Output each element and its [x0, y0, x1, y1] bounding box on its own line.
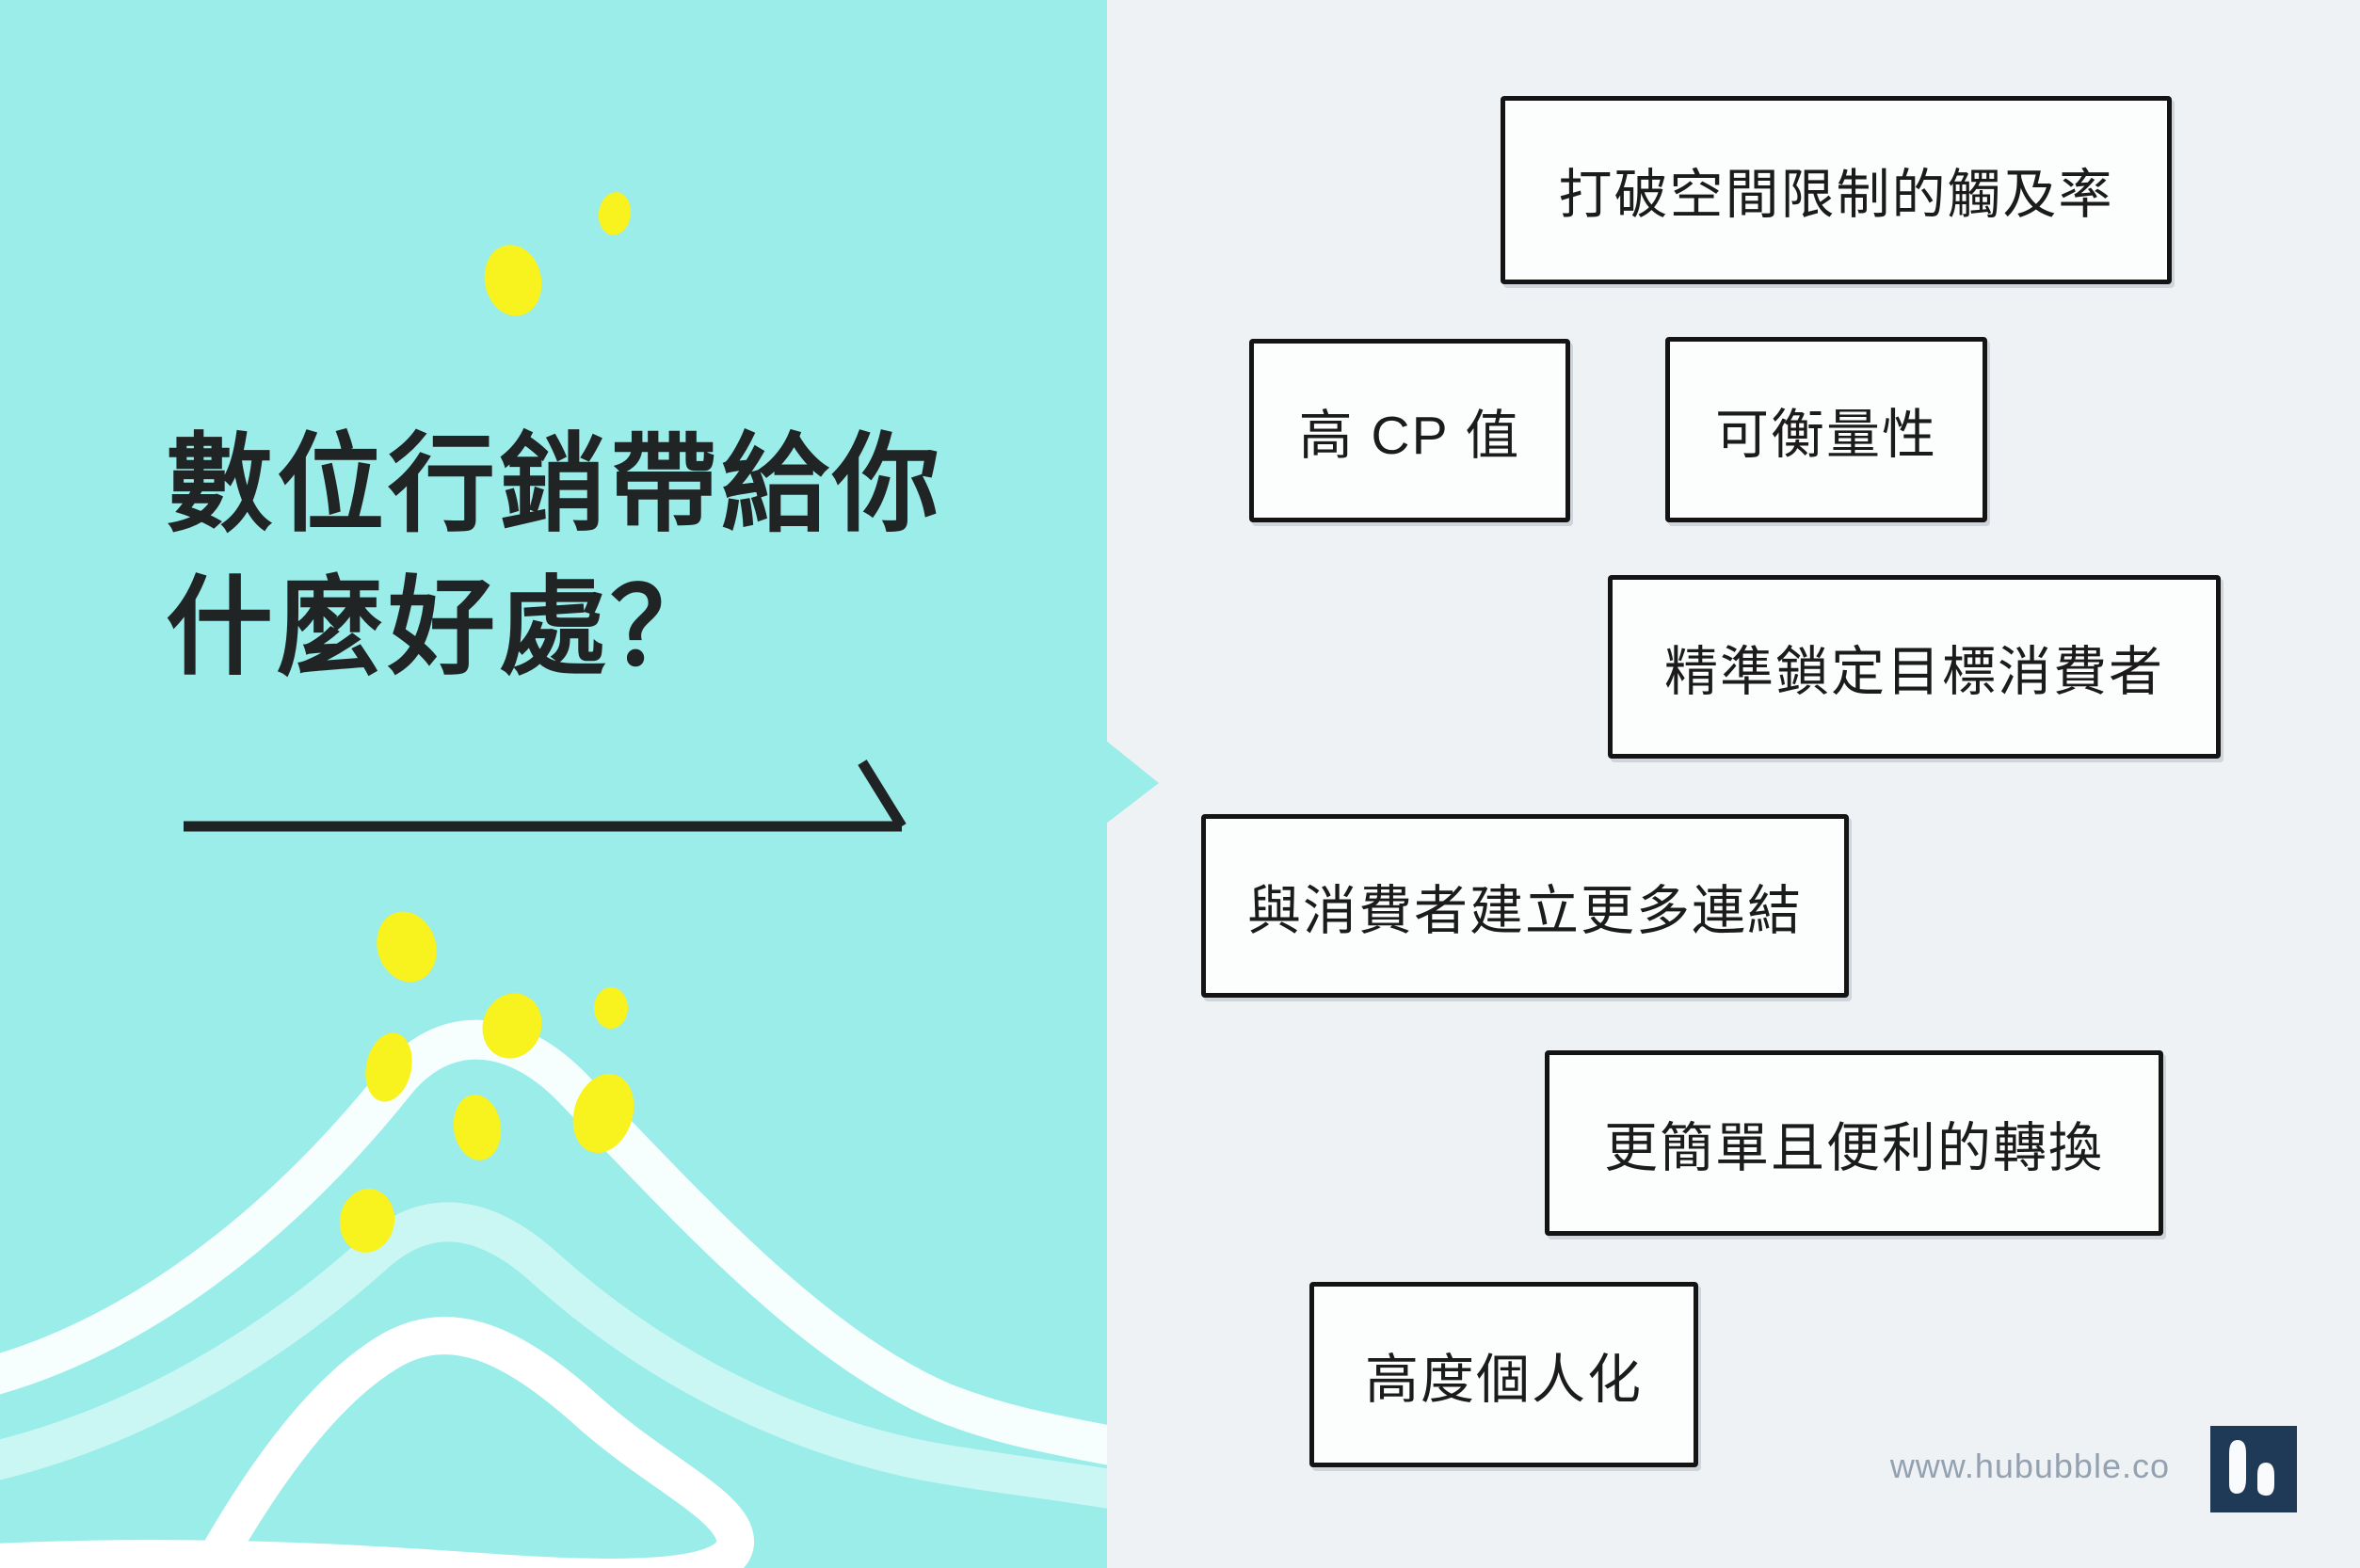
hububble-logo-icon [2210, 1426, 2297, 1512]
paint-dab [594, 987, 628, 1029]
benefit-label: 更簡單且便利的轉換 [1604, 1117, 2104, 1178]
paint-dab [365, 1032, 412, 1102]
brush-stroke [0, 1019, 1107, 1465]
benefit-label: 打破空間限制的觸及率 [1558, 165, 2114, 225]
benefit-box-conversion: 更簡單且便利的轉換 [1545, 1050, 2163, 1236]
benefit-box-reach: 打破空間限制的觸及率 [1501, 96, 2172, 284]
benefit-box-cp-value: 高 CP 值 [1249, 339, 1570, 522]
brush-stroke [0, 1317, 754, 1568]
benefit-box-personalization: 高度個人化 [1309, 1282, 1698, 1467]
chevron-right-icon [1106, 741, 1159, 824]
benefit-label: 高度個人化 [1365, 1349, 1643, 1410]
page-title-line2: 什麼好處？ [166, 568, 722, 688]
page-title: 數位行銷帶給你 什麼好處？ [166, 414, 1069, 699]
paint-dab [572, 1073, 634, 1154]
benefit-box-targeting: 精準鎖定目標消費者 [1608, 575, 2221, 759]
paint-dab [598, 192, 632, 235]
benefit-label: 可衡量性 [1715, 404, 1937, 465]
benefit-box-measurability: 可衡量性 [1665, 337, 1987, 522]
paint-dab [484, 245, 542, 316]
benefit-box-connections: 與消費者建立更多連結 [1201, 814, 1849, 998]
paint-dab [482, 993, 542, 1059]
brush-stroke [0, 1202, 1107, 1509]
paint-dab [453, 1095, 502, 1160]
footer-url: www.hububble.co [1889, 1447, 2170, 1485]
page-title-line1: 數位行銷帶給你 [166, 425, 944, 545]
benefit-label: 與消費者建立更多連結 [1247, 880, 1803, 941]
benefit-label: 精準鎖定目標消費者 [1664, 641, 2164, 702]
paint-dab [377, 911, 437, 983]
paint-dab-group [339, 192, 634, 1253]
arrow-line-right-icon [184, 760, 907, 832]
paint-dab [339, 1189, 395, 1253]
left-panel: 數位行銷帶給你 什麼好處？ [0, 0, 1107, 1568]
benefit-label: 高 CP 值 [1298, 405, 1521, 466]
brush-stroke-decoration [0, 192, 1107, 1568]
